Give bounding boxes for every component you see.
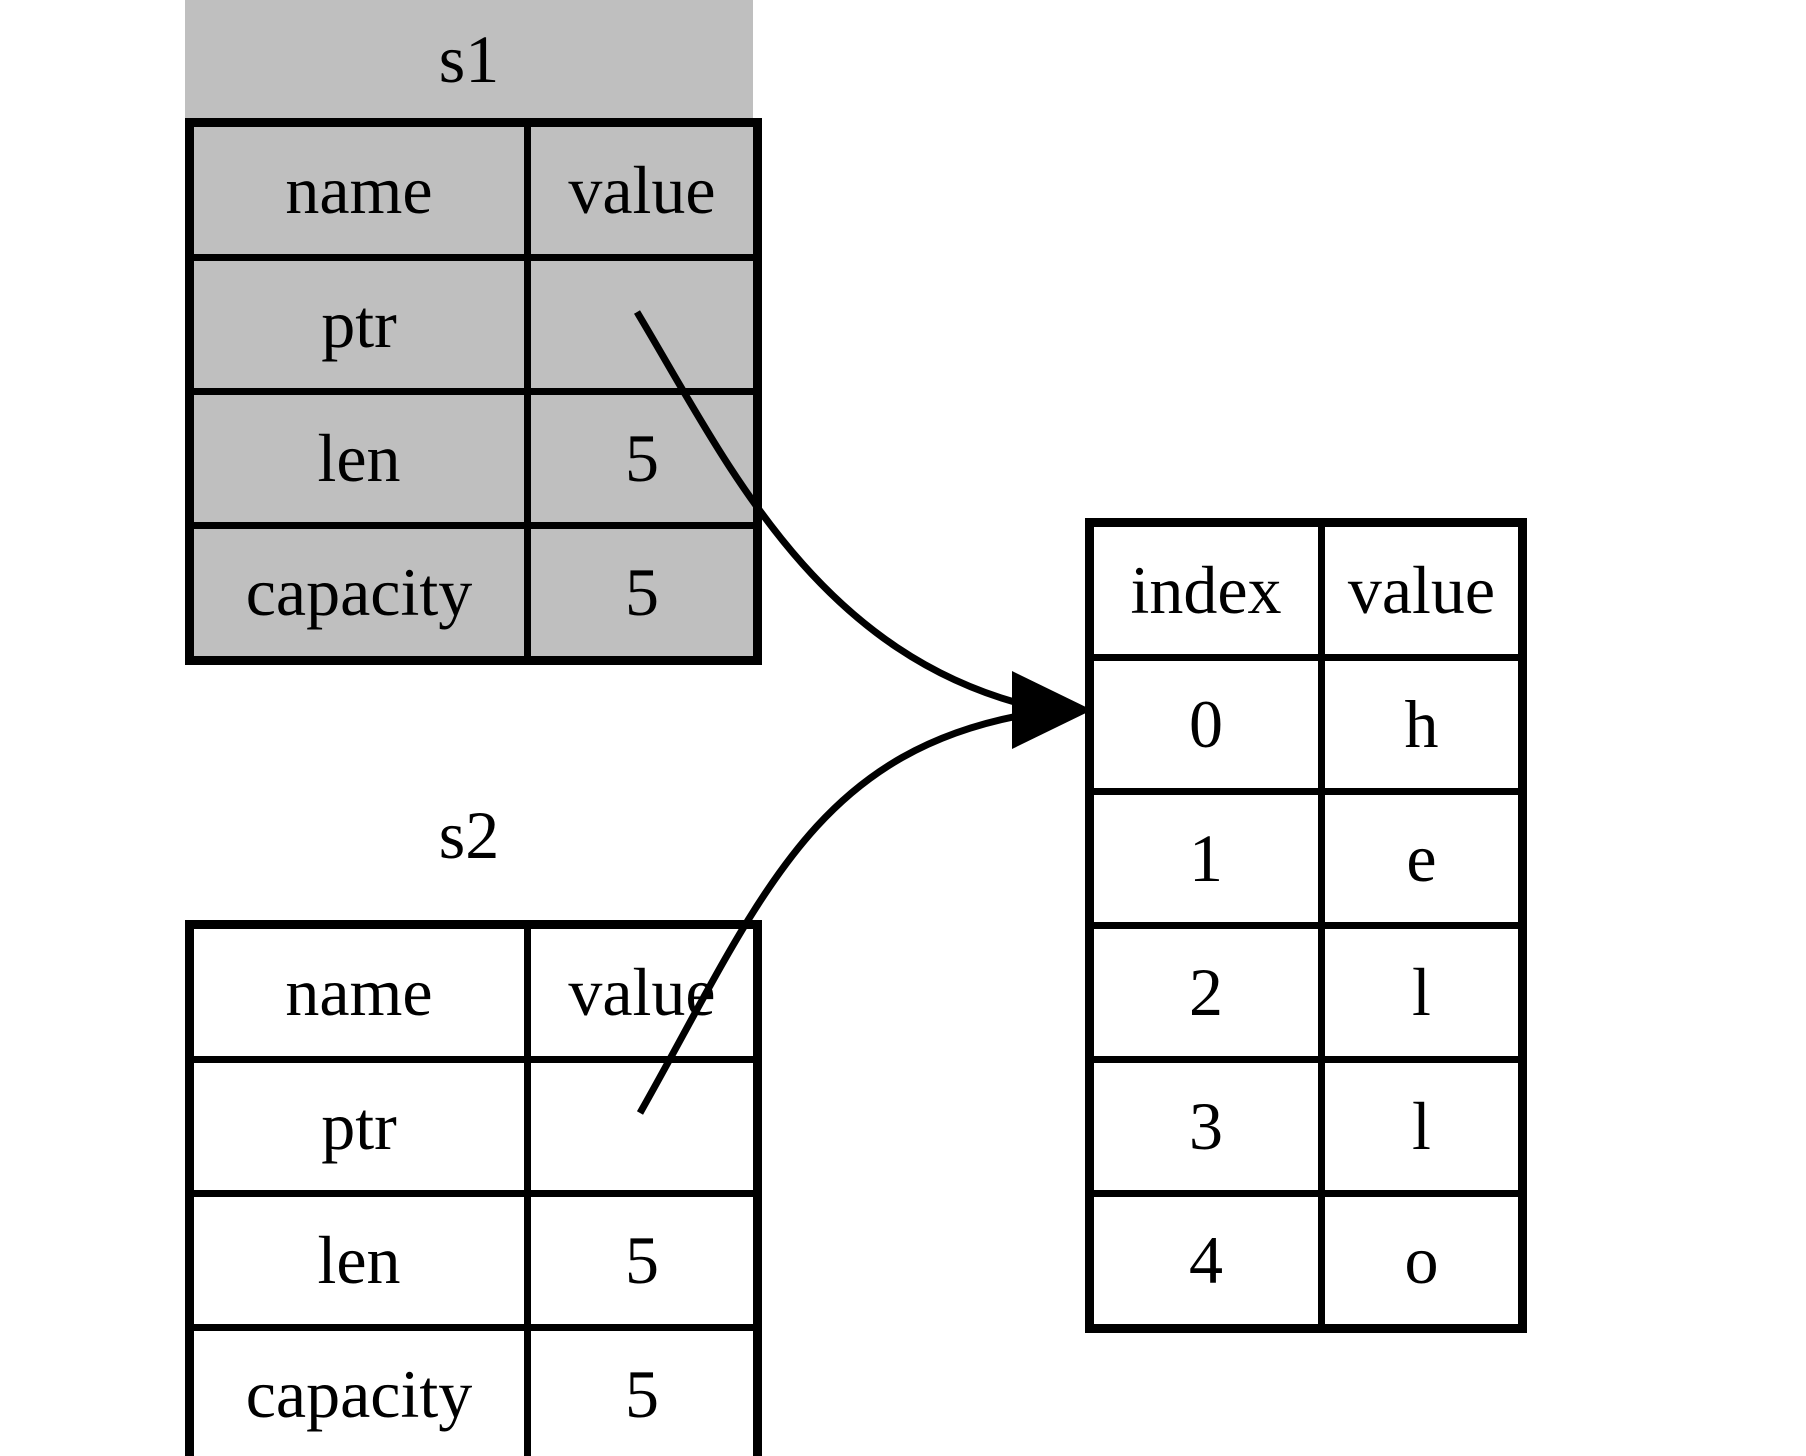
s1-title-band: s1 xyxy=(185,0,753,118)
s2-len-value-cell: 5 xyxy=(524,1190,761,1331)
s1-len-name-cell: len xyxy=(186,388,531,529)
s2-struct-table: name value ptr len 5 capacity 5 xyxy=(185,920,762,1456)
s1-struct-table: name value ptr len 5 capacity 5 xyxy=(185,118,762,665)
s1-capacity-value-cell: 5 xyxy=(524,522,761,664)
s1-capacity-row: capacity 5 xyxy=(186,522,761,664)
s1-ptr-value-cell xyxy=(524,254,761,395)
s2-capacity-value-cell: 5 xyxy=(524,1324,761,1456)
heap-index-0-cell: 0 xyxy=(1086,654,1325,795)
heap-string-table: index value 0 h 1 e 2 l 3 l 4 o xyxy=(1085,518,1527,1333)
s1-ptr-row: ptr xyxy=(186,254,761,395)
s2-ptr-name-cell: ptr xyxy=(186,1056,531,1197)
heap-value-3-cell: l xyxy=(1318,1056,1526,1197)
heap-index-1-cell: 1 xyxy=(1086,788,1325,929)
arrow-head-icon xyxy=(1012,671,1092,749)
s1-value-column-header: value xyxy=(524,119,761,261)
heap-index-column-header: index xyxy=(1086,519,1325,661)
heap-value-1-cell: e xyxy=(1318,788,1526,929)
s2-ptr-value-cell xyxy=(524,1056,761,1197)
s2-capacity-name-cell: capacity xyxy=(186,1324,531,1456)
s2-len-row: len 5 xyxy=(186,1190,761,1331)
s1-capacity-name-cell: capacity xyxy=(186,522,531,664)
heap-value-2-cell: l xyxy=(1318,922,1526,1063)
heap-row-1: 1 e xyxy=(1086,788,1526,929)
heap-index-2-cell: 2 xyxy=(1086,922,1325,1063)
s2-title-band: s2 xyxy=(185,760,753,910)
s1-len-value-cell: 5 xyxy=(524,388,761,529)
s1-len-row: len 5 xyxy=(186,388,761,529)
heap-row-0: 0 h xyxy=(1086,654,1526,795)
heap-row-3: 3 l xyxy=(1086,1056,1526,1197)
s2-capacity-row: capacity 5 xyxy=(186,1324,761,1456)
heap-value-column-header: value xyxy=(1318,519,1526,661)
s1-title: s1 xyxy=(438,20,500,97)
heap-index-3-cell: 3 xyxy=(1086,1056,1325,1197)
heap-value-0-cell: h xyxy=(1318,654,1526,795)
s2-value-column-header: value xyxy=(524,921,761,1063)
s1-header-row: name value xyxy=(186,119,761,261)
s2-ptr-row: ptr xyxy=(186,1056,761,1197)
heap-row-2: 2 l xyxy=(1086,922,1526,1063)
heap-value-4-cell: o xyxy=(1318,1190,1526,1332)
s2-len-name-cell: len xyxy=(186,1190,531,1331)
heap-row-4: 4 o xyxy=(1086,1190,1526,1332)
heap-header-row: index value xyxy=(1086,519,1526,661)
s2-name-column-header: name xyxy=(186,921,531,1063)
s2-header-row: name value xyxy=(186,921,761,1063)
s2-title: s2 xyxy=(438,796,500,873)
s1-ptr-name-cell: ptr xyxy=(186,254,531,395)
s1-name-column-header: name xyxy=(186,119,531,261)
heap-index-4-cell: 4 xyxy=(1086,1190,1325,1332)
